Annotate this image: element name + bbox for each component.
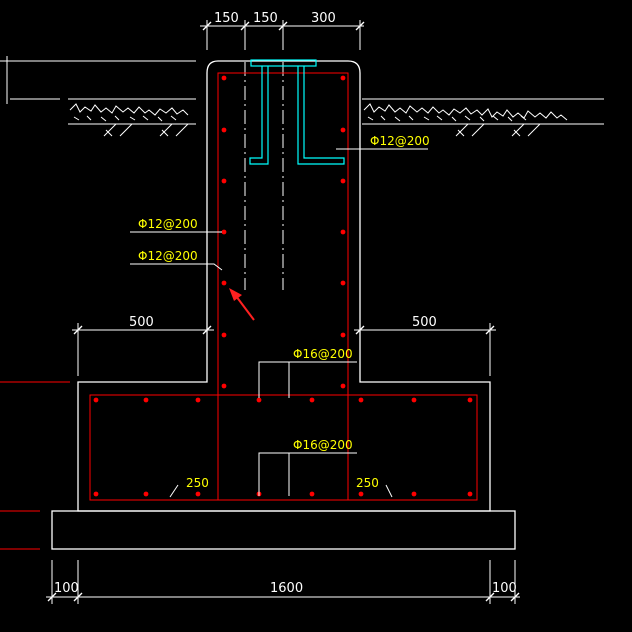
dim-step-left: 500 (129, 315, 154, 330)
dim-step-right: 500 (412, 315, 437, 330)
dimension-ticks (47, 21, 520, 602)
left-edge-lines (0, 56, 196, 104)
foundation-outline (77, 60, 491, 512)
cover-right-label: 250 (356, 476, 379, 490)
dim-base-width: 1600 (270, 581, 303, 596)
dim-top-left: 150 (214, 11, 239, 26)
dim-base-right: 100 (492, 581, 517, 596)
cover-left-label: 250 (186, 476, 209, 490)
blinding-layer (51, 510, 516, 550)
ground-hatch-right (362, 98, 604, 137)
ground-hatch-left (68, 98, 196, 137)
cover-leaders (169, 484, 393, 498)
rebar-cage (89, 72, 478, 501)
dim-top-middle: 150 (253, 11, 278, 26)
embedded-steel-plate (249, 59, 345, 165)
dim-base-left: 100 (54, 581, 79, 596)
dim-top-right: 300 (311, 11, 336, 26)
rebar-label-wall-right: Φ12@200 (370, 134, 430, 148)
dimension-lines (46, 20, 520, 604)
pointer-arrow-icon (229, 288, 255, 321)
rebar-label-footing-top: Φ16@200 (293, 347, 353, 361)
left-edge-red-lines (0, 381, 70, 550)
rebar-label-footing-bottom: Φ16@200 (293, 438, 353, 452)
rebar-dots (93, 75, 473, 497)
rebar-label-wall-left-lower: Φ12@200 (138, 249, 198, 263)
rebar-leaders (130, 148, 428, 496)
rebar-label-wall-left-upper: Φ12@200 (138, 217, 198, 231)
